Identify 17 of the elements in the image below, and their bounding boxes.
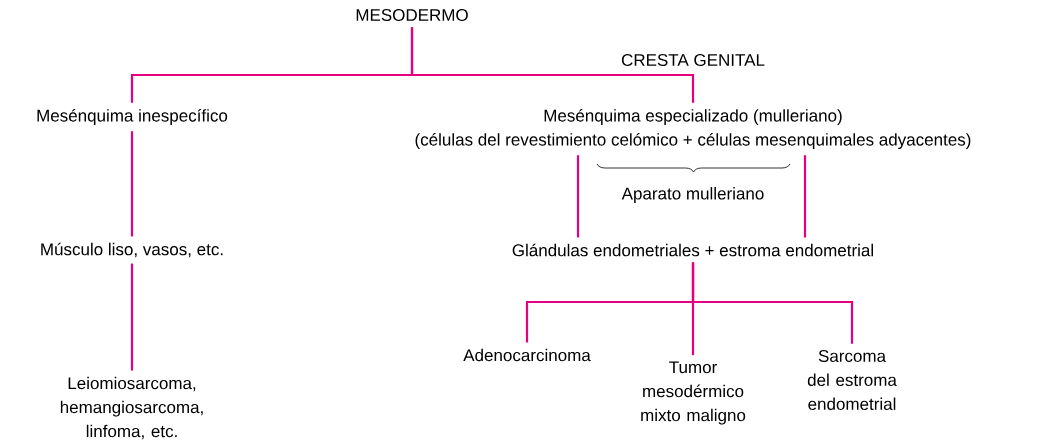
node-text: Glándulas endometriales + estroma endometrial xyxy=(512,243,873,257)
node-text: Mesénquima especializado (mulleriano) (células del revestimiento celómico + células mesenquimales adyacentes) xyxy=(415,109,971,150)
node-text: Leiomiosarcoma, hemangiosarcoma, linfoma, etc. xyxy=(60,376,203,440)
node-text: Tumor mesodérmico mixto maligno xyxy=(641,361,746,425)
brace-label: Aparato mulleriano xyxy=(621,187,764,203)
node-text: MESODERMO xyxy=(356,9,468,22)
connector-line xyxy=(576,155,580,238)
node-text: Adenocarcinoma xyxy=(463,348,591,362)
node-text: Sarcoma del estroma endometrial xyxy=(807,350,897,411)
connector-line xyxy=(130,131,134,237)
node-text: Mesénquima inespecífico xyxy=(37,109,228,126)
connector-line xyxy=(803,155,807,238)
connector-line xyxy=(130,263,134,371)
connector-line xyxy=(691,262,854,344)
node-text: Músculo liso, vasos, etc. xyxy=(41,242,223,258)
connector-line xyxy=(410,27,695,103)
edge-label: CRESTA GENITAL xyxy=(619,52,767,68)
